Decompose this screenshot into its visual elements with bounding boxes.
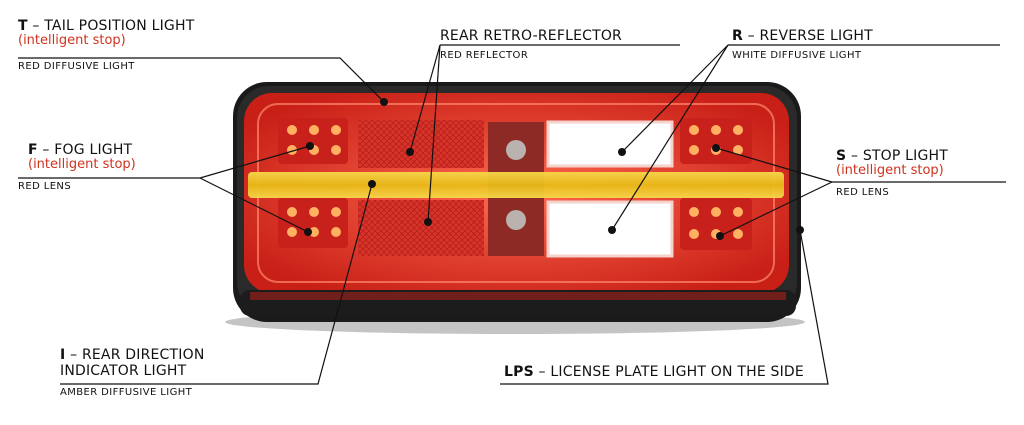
reflector-bottom — [358, 200, 484, 256]
reflector-top — [358, 120, 484, 168]
reverse-label: REVERSE LIGHT — [759, 28, 873, 44]
fog-light-leds — [278, 118, 348, 248]
indicator-code: I — [60, 347, 66, 363]
fog-code: F — [28, 142, 38, 158]
separator: – — [742, 28, 760, 44]
tail-code: T — [18, 18, 28, 34]
callout-fog-light: F – FOG LIGHT (intelligent stop) RED LEN… — [18, 142, 136, 193]
reverse-code: R — [732, 28, 743, 44]
fog-note: (intelligent stop) — [28, 157, 136, 173]
indicator-sub: AMBER DIFFUSIVE LIGHT — [60, 387, 193, 399]
callout-rear-direction-indicator: I – REAR DIRECTION INDICATOR LIGHT AMBER… — [60, 347, 205, 399]
separator: – — [846, 148, 863, 164]
separator: – — [27, 18, 45, 34]
callout-reverse-light: R – REVERSE LIGHT WHITE DIFFUSIVE LIGHT — [732, 28, 873, 62]
lps-label: LICENSE PLATE LIGHT ON THE SIDE — [550, 364, 804, 380]
fog-label: FOG LIGHT — [54, 142, 133, 158]
indicator-label: REAR DIRECTION — [81, 347, 205, 363]
callout-rear-retro-reflector: REAR RETRO-REFLECTOR RED REFLECTOR — [440, 28, 622, 62]
tail-note: (intelligent stop) — [18, 33, 126, 49]
stop-note: (intelligent stop) — [836, 163, 944, 179]
reflector-label: REAR RETRO-REFLECTOR — [440, 28, 622, 44]
reflector-sub: RED REFLECTOR — [440, 50, 529, 62]
stop-sub: RED LENS — [836, 187, 890, 199]
tail-label: TAIL POSITION LIGHT — [44, 18, 195, 34]
indicator-bar — [248, 172, 784, 198]
tail-light-title: T – TAIL POSITION LIGHT — [18, 18, 194, 34]
reverse-sub: WHITE DIFFUSIVE LIGHT — [732, 50, 862, 62]
separator: – — [37, 142, 55, 158]
stop-light-leds — [680, 118, 752, 250]
callout-license-plate-light: LPS – LICENSE PLATE LIGHT ON THE SIDE — [504, 364, 804, 380]
lps-code: LPS — [504, 364, 534, 380]
callout-tail-position-light: T – TAIL POSITION LIGHT (intelligent sto… — [18, 18, 194, 73]
reverse-light-top — [546, 120, 674, 168]
separator: – — [533, 364, 551, 380]
indicator-label-2: INDICATOR LIGHT — [60, 363, 187, 380]
tail-sub: RED DIFFUSIVE LIGHT — [18, 61, 135, 73]
fog-sub: RED LENS — [18, 181, 72, 193]
separator: – — [65, 347, 82, 363]
stop-code: S — [836, 148, 847, 164]
stop-label: STOP LIGHT — [862, 148, 949, 164]
callout-stop-light: S – STOP LIGHT (intelligent stop) RED LE… — [836, 148, 948, 199]
